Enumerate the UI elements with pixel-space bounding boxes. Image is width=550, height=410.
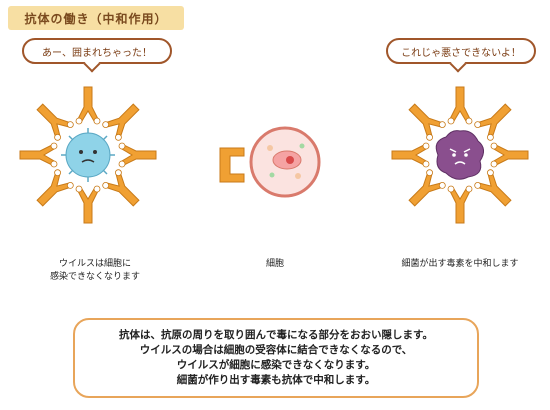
diagram-title: 抗体の働き（中和作用） bbox=[24, 11, 168, 26]
title-banner: 抗体の働き（中和作用） bbox=[8, 6, 184, 30]
explanation-line2: ウイルスの場合は細胞の受容体に結合できなくなるので、 bbox=[139, 344, 413, 356]
toxin-group bbox=[391, 86, 529, 224]
speech-bubble-toxin-text: これじゃ悪さできないよ！ bbox=[401, 47, 521, 59]
speech-bubble-virus-text: あー、囲まれちゃった！ bbox=[42, 47, 152, 59]
explanation-line4: 細菌が作り出す毒素も抗体で中和します。 bbox=[176, 374, 376, 386]
cell-receptor bbox=[219, 147, 245, 183]
virus-icon bbox=[61, 128, 115, 182]
caption-virus-line1: ウイルスは細胞に bbox=[58, 259, 131, 269]
caption-virus-line2: 感染できなくなります bbox=[49, 272, 140, 282]
virus-group bbox=[19, 86, 157, 224]
caption-cell-text: 細胞 bbox=[265, 259, 284, 269]
toxin-icon bbox=[435, 130, 484, 180]
caption-virus: ウイルスは細胞に 感染できなくなります bbox=[20, 258, 170, 284]
explanation-line1: 抗体は、抗原の周りを取り囲んで毒になる部分をおおい隠します。 bbox=[119, 329, 433, 341]
cell-group bbox=[219, 126, 321, 198]
caption-cell: 細胞 bbox=[245, 258, 305, 271]
explanation-box: 抗体は、抗原の周りを取り囲んで毒になる部分をおおい隠します。 ウイルスの場合は細… bbox=[73, 318, 479, 398]
explanation-line3: ウイルスが細胞に感染できなくなります。 bbox=[176, 359, 376, 371]
caption-toxin: 細菌が出す毒素を中和します bbox=[380, 258, 540, 271]
caption-toxin-text: 細菌が出す毒素を中和します bbox=[401, 259, 519, 269]
